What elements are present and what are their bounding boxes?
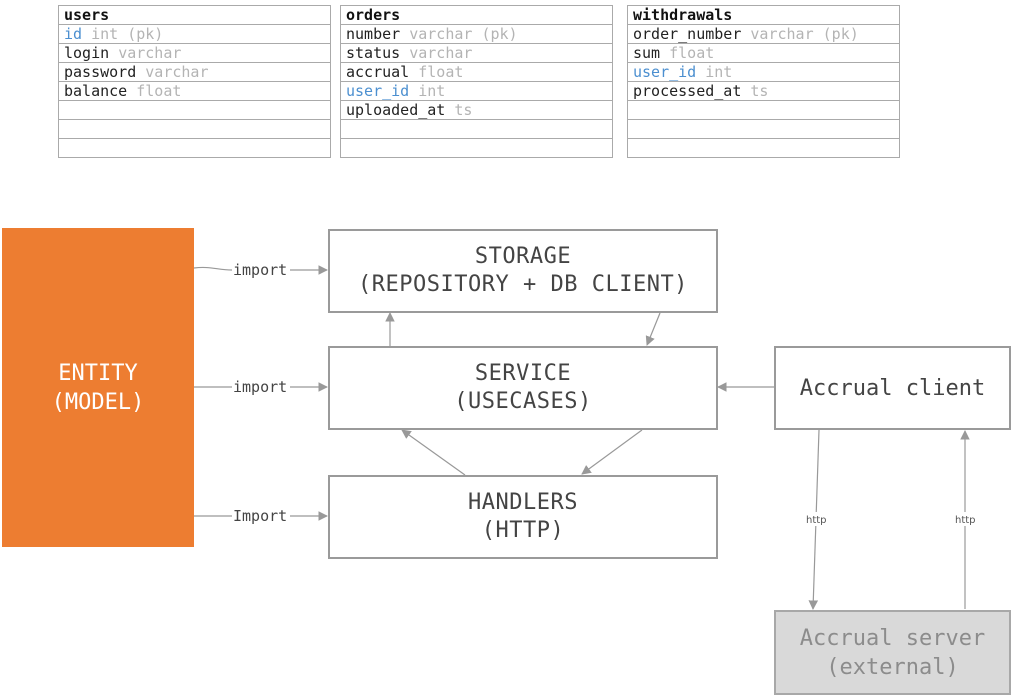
entity-box: ENTITY (MODEL) [2, 228, 194, 547]
db-table-withdrawals: withdrawals order_number varchar (pk) su… [627, 5, 900, 158]
field-type: varchar [409, 44, 473, 62]
table-row-empty [59, 120, 330, 139]
table-row: password varchar [59, 63, 330, 82]
table-row: order_number varchar (pk) [628, 25, 899, 44]
service-subtitle: (USECASES) [454, 389, 592, 414]
field-name: user_id [633, 63, 697, 81]
table-row-empty [628, 120, 899, 139]
table-row: uploaded_at ts [341, 101, 612, 120]
field-name: sum [633, 44, 661, 62]
service-box: SERVICE (USECASES) [328, 346, 718, 430]
db-table-users: users id int (pk) login varchar password… [58, 5, 331, 158]
field-type: int (pk) [91, 25, 164, 43]
table-row: id int (pk) [59, 25, 330, 44]
table-row: sum float [628, 44, 899, 63]
entity-subtitle: (MODEL) [51, 389, 145, 415]
edge-label-http: http [806, 515, 827, 526]
storage-subtitle: (REPOSITORY + DB CLIENT) [358, 272, 688, 297]
table-row: balance float [59, 82, 330, 101]
table-row: status varchar [341, 44, 612, 63]
arrow-entity-storage [193, 267, 327, 270]
field-type: varchar [118, 44, 182, 62]
table-row-empty [341, 120, 612, 139]
table-row: accrual float [341, 63, 612, 82]
table-header: users [59, 6, 330, 25]
handlers-box: HANDLERS (HTTP) [328, 475, 718, 559]
field-type: float [669, 44, 715, 62]
field-name: number [346, 25, 401, 43]
field-name: order_number [633, 25, 742, 43]
field-type: varchar (pk) [409, 25, 518, 43]
table-row-empty [628, 101, 899, 120]
arrow-service-handlers [581, 429, 643, 475]
field-type: float [418, 63, 464, 81]
edge-label-import: import [233, 378, 287, 396]
field-type: ts [454, 101, 473, 119]
entity-title: ENTITY [58, 360, 138, 386]
table-row: user_id int [341, 82, 612, 101]
field-type: int [418, 82, 446, 100]
accrual-server-title: Accrual server [799, 625, 986, 651]
table-row: user_id int [628, 63, 899, 82]
storage-box: STORAGE (REPOSITORY + DB CLIENT) [328, 229, 718, 313]
service-title: SERVICE [474, 361, 572, 386]
table-row: number varchar (pk) [341, 25, 612, 44]
field-name: uploaded_at [346, 101, 446, 119]
accrual-client-box: Accrual client [774, 346, 1011, 430]
edge-label-http: http [955, 515, 976, 526]
table-header: orders [341, 6, 612, 25]
field-name: status [346, 44, 401, 62]
edge-label-bg [802, 512, 828, 526]
field-type: int [705, 63, 733, 81]
field-type: ts [750, 82, 769, 100]
accrual-server-box: Accrual server (external) [774, 610, 1011, 695]
arrow-storage-service [645, 312, 661, 346]
storage-title: STORAGE [474, 244, 572, 269]
edge-label-bg [952, 512, 978, 526]
field-type: varchar (pk) [750, 25, 859, 43]
arrow-handlers-service [401, 429, 466, 476]
field-name: processed_at [633, 82, 742, 100]
table-row: processed_at ts [628, 82, 899, 101]
field-name: balance [64, 82, 128, 100]
edge-label-import: Import [233, 507, 287, 525]
field-name: accrual [346, 63, 410, 81]
table-row: login varchar [59, 44, 330, 63]
edge-label-import: import [233, 261, 287, 279]
field-name: login [64, 44, 110, 62]
handlers-title: HANDLERS [468, 490, 578, 515]
table-header: withdrawals [628, 6, 899, 25]
accrual-server-subtitle: (external) [826, 654, 959, 680]
table-row-empty [59, 101, 330, 120]
field-type: varchar [145, 63, 209, 81]
accrual-client-label: Accrual client [799, 375, 986, 401]
field-name: user_id [346, 82, 410, 100]
field-type: float [136, 82, 182, 100]
db-table-orders: orders number varchar (pk) status varcha… [340, 5, 613, 158]
field-name: password [64, 63, 137, 81]
field-name: id [64, 25, 83, 43]
handlers-subtitle: (HTTP) [481, 518, 565, 543]
